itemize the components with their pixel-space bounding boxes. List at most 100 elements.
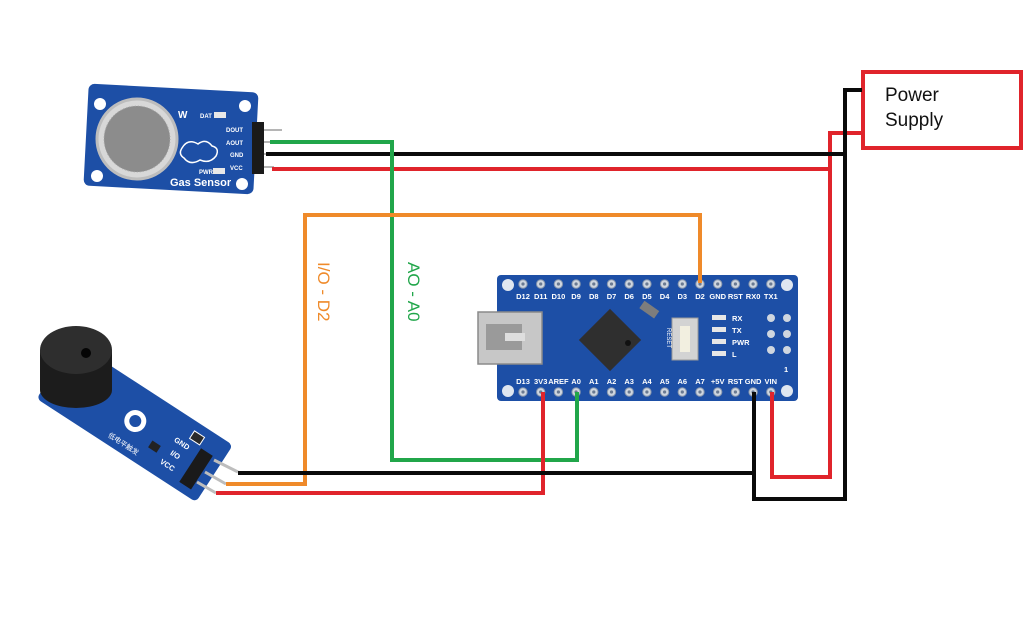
pin-hole <box>574 282 578 286</box>
led-l <box>712 351 726 356</box>
mcu-chip <box>578 308 642 372</box>
pin-hole <box>733 282 738 286</box>
top-pin-label: RST <box>728 292 743 301</box>
reset-label: RESET <box>665 328 671 348</box>
pin-hole <box>645 390 649 394</box>
wire-buzzer-vcc-to-3v3 <box>216 392 545 495</box>
power-supply-box: Power Supply <box>861 70 1023 150</box>
buzzer-pin-gnd <box>213 458 239 474</box>
mcu-dot <box>625 340 631 346</box>
bottom-pin-label: RST <box>728 377 743 386</box>
brand-logo: W <box>178 110 188 121</box>
top-pin-label: D5 <box>642 292 652 301</box>
buzzer-pin-header <box>179 448 213 490</box>
bottom-pin-label: A2 <box>607 377 617 386</box>
pin-hole <box>769 282 773 286</box>
pin-hole <box>645 282 649 286</box>
pin-hole <box>751 282 755 286</box>
wire-gas-ao-to-a0 <box>270 140 579 462</box>
led-label-rx: RX <box>732 314 742 323</box>
bottom-pin-label: D13 <box>516 377 530 386</box>
pin-hole <box>698 390 702 394</box>
led-pwr <box>712 339 726 344</box>
bottom-pin-label: AREF <box>548 377 569 386</box>
pin-hole <box>680 390 684 394</box>
icsp-pin <box>783 330 791 338</box>
pin-header <box>252 122 264 174</box>
pin-label-aout: AOUT <box>226 141 243 147</box>
crystal <box>639 300 660 319</box>
icsp-pin <box>783 314 791 322</box>
top-pin-label: D3 <box>678 292 688 301</box>
bottom-pin-label: A5 <box>660 377 670 386</box>
cloud-logo-icon <box>179 140 219 164</box>
reset-button-cap <box>680 326 690 352</box>
buzzer-pin-io <box>204 470 227 486</box>
top-pin-label: D11 <box>534 292 547 301</box>
pin-hole <box>609 390 614 394</box>
pin-hole <box>680 282 684 286</box>
pin-hole <box>539 282 543 286</box>
top-pin-label: RX0 <box>746 292 761 301</box>
power-supply-border <box>861 70 1023 150</box>
wire-gas-gnd-to-power <box>266 88 862 156</box>
mount-hole <box>502 279 514 291</box>
led-label-pwr: PWR <box>732 338 750 347</box>
led-tx <box>712 327 726 332</box>
usb-port-inner <box>505 333 525 341</box>
icsp-pin <box>783 346 791 354</box>
pin-hole <box>716 282 720 286</box>
pin-hole <box>698 282 702 286</box>
led-dat <box>214 112 226 118</box>
transistor <box>148 440 161 453</box>
top-pin-label: GND <box>709 292 726 301</box>
led-label-tx: TX <box>732 326 742 335</box>
pin-hole <box>716 390 720 394</box>
bottom-pin-label: 3V3 <box>534 377 547 386</box>
top-pin-label: D8 <box>589 292 599 301</box>
bottom-pin-label: GND <box>745 377 762 386</box>
pin-hole <box>521 282 525 286</box>
mount-hole <box>91 170 103 182</box>
gas-sensor-mesh <box>104 106 170 172</box>
mount-hole <box>239 100 251 112</box>
mount-hole <box>502 385 514 397</box>
led-pwr <box>213 168 225 174</box>
mount-hole <box>236 178 248 190</box>
mount-hole-inner <box>129 415 142 428</box>
pin-label-dout: DOUT <box>226 128 243 134</box>
led-label-dat: DAT <box>200 114 212 120</box>
bottom-pin-label: A3 <box>624 377 634 386</box>
pin-label-vcc: VCC <box>230 166 243 172</box>
buzzer-hole-icon <box>81 348 91 358</box>
bottom-pin-label: +5V <box>711 377 725 386</box>
mount-hole <box>781 385 793 397</box>
pin-hole <box>521 390 525 394</box>
power-supply-label-line2: Supply <box>885 110 944 131</box>
pin-hole <box>592 390 596 394</box>
pin-hole <box>627 282 631 286</box>
pin-hole <box>627 390 631 394</box>
top-pin-label: D10 <box>552 292 566 301</box>
led-label-l: L <box>732 350 737 359</box>
power-supply-label-line1: Power <box>885 85 940 106</box>
bottom-pin-label: A4 <box>642 377 652 386</box>
pin-hole <box>609 282 614 286</box>
wire-label-io-d2: I/O - D2 <box>314 262 333 322</box>
icsp-pin <box>767 346 775 354</box>
icsp-pin <box>767 330 775 338</box>
top-pin-label: D2 <box>695 292 705 301</box>
icsp-pin <box>767 314 775 322</box>
wire-nano-gnd-to-power <box>752 154 847 501</box>
pin-label-gnd: GND <box>230 153 244 159</box>
bottom-pin-label: A0 <box>571 377 581 386</box>
bottom-pin-label: A6 <box>678 377 688 386</box>
pin-hole <box>556 282 561 286</box>
top-pin-label: D6 <box>624 292 634 301</box>
top-pin-label: TX1 <box>764 292 778 301</box>
wire-label-ao-a0: AO - A0 <box>404 262 423 322</box>
bottom-pin-label: A1 <box>589 377 599 386</box>
bottom-pin-label: VIN <box>765 377 778 386</box>
